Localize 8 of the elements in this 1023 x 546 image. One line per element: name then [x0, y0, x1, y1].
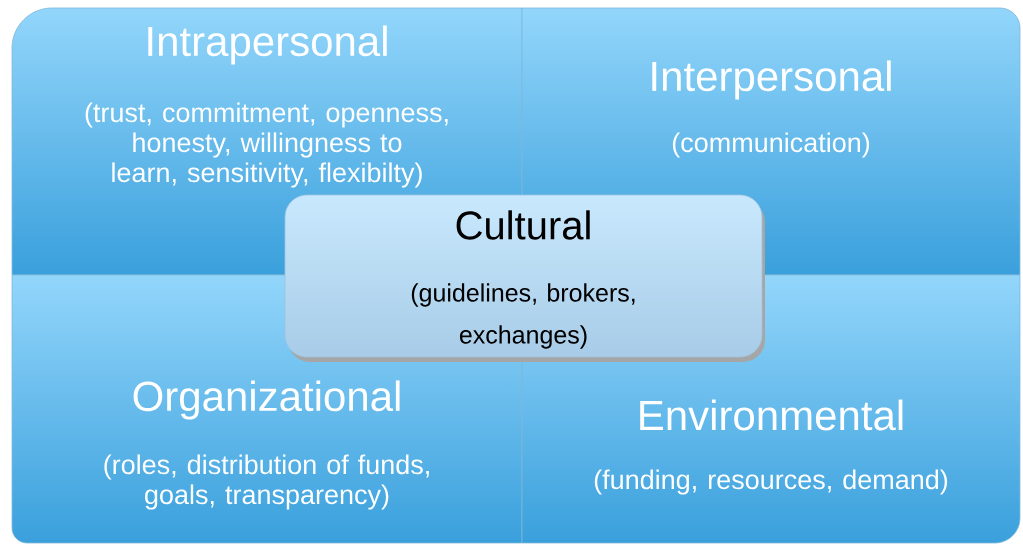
description: (trust, commitment, openness, honesty, willingness to learn, sensitivity, flexibilty)	[85, 102, 448, 188]
description: (funding, resources, demand)	[594, 469, 948, 495]
heading: Intrapersonal	[148, 25, 387, 65]
heading: Interpersonal	[652, 60, 891, 100]
description: (communication)	[672, 132, 870, 158]
description: (roles, distribution of funds, goals, transparency)	[104, 454, 429, 510]
heading: Environmental	[640, 399, 903, 431]
heading: Organizational	[133, 380, 400, 420]
